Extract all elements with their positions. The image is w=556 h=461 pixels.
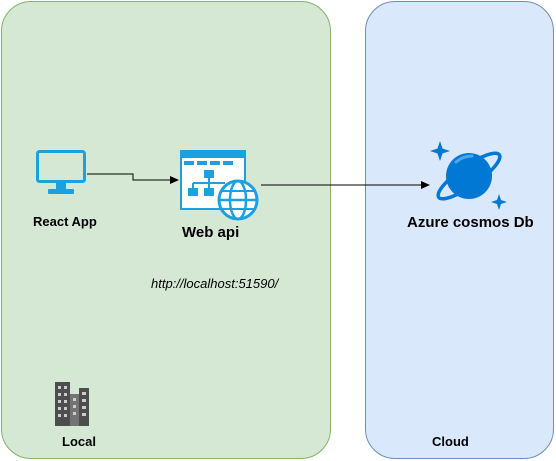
cloud-zone: [365, 1, 554, 459]
local-zone-label: Local: [62, 434, 96, 449]
web-app-globe-icon: [180, 150, 259, 221]
cosmos-db-label: Azure cosmos Db: [407, 214, 534, 231]
web-api-url-label: http://localhost:51590/: [151, 276, 279, 291]
web-api-label: Web api: [182, 224, 240, 241]
monitor-icon: [36, 150, 86, 194]
arrow-react-to-webapi: [87, 173, 179, 184]
office-building-icon: [55, 382, 89, 426]
azure-cosmos-db-icon: [430, 141, 507, 210]
react-app-label: React App: [33, 214, 97, 229]
cloud-zone-label: Cloud: [432, 434, 469, 449]
